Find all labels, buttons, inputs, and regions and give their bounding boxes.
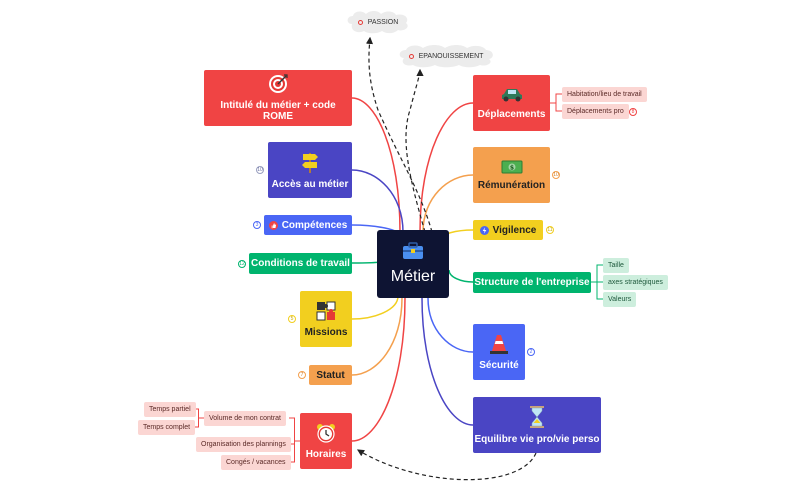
edge-horaires	[351, 297, 406, 442]
central-topic[interactable]: Métier	[377, 230, 449, 298]
cloud-passion[interactable]: PASSION	[344, 10, 412, 34]
edge-acces	[351, 169, 404, 233]
central-label: Métier	[390, 268, 436, 285]
topic-equilibre[interactable]: Equilibre vie pro/vie perso	[473, 397, 601, 453]
thumbs-up-icon	[268, 220, 278, 230]
subtopic-axes-strategiques[interactable]: axes stratégiques	[603, 275, 668, 290]
topic-label: Equilibre vie pro/vie perso	[474, 433, 600, 445]
cloud-shape	[347, 11, 408, 34]
cloud-label: PASSION	[367, 18, 399, 26]
edge-statut	[351, 297, 403, 376]
topic-label: Accès au métier	[271, 178, 349, 190]
topic-acces[interactable]: Accès au métier	[268, 142, 352, 198]
subtopic-habitation[interactable]: Habitation/lieu de travail	[562, 87, 647, 102]
topic-securite[interactable]: Sécurité	[473, 324, 525, 380]
topic-intitule[interactable]: Intitulé du métier + code ROME	[204, 70, 352, 126]
topic-label: Compétences	[281, 219, 348, 231]
topic-horaires[interactable]: Horaires	[300, 413, 352, 469]
topic-remuneration[interactable]: $ Rémunération	[473, 147, 550, 203]
relation-epanouissement	[405, 68, 426, 233]
marker-badge: 2	[527, 348, 535, 356]
edge-sub-deplacements-pro	[550, 102, 562, 112]
marker-badge: 10	[552, 171, 560, 179]
topic-structure[interactable]: Structure de l'entreprise	[473, 272, 591, 293]
cloud-label: EPANOUISSEMENT	[418, 52, 484, 60]
edge-deplacements	[419, 102, 474, 233]
edge-sub-temps-complet	[193, 417, 204, 428]
topic-missions[interactable]: Missions	[300, 291, 352, 347]
edge-conditions	[351, 261, 381, 264]
edge-sub-valeurs	[591, 281, 603, 300]
subtopic-valeurs[interactable]: Valeurs	[603, 292, 637, 307]
signpost-icon	[302, 152, 318, 173]
relation-equilibre-horaires	[356, 449, 537, 481]
subtopic-conges[interactable]: Congés / vacances	[221, 455, 291, 470]
marker-badge: 12	[238, 260, 246, 268]
svg-text:$: $	[509, 164, 513, 171]
marker-badge: 11	[546, 226, 554, 234]
marker-badge: 5	[288, 315, 296, 323]
money-icon: $	[501, 160, 522, 173]
topic-label: Missions	[304, 326, 348, 338]
marker-badge: 3	[253, 221, 261, 229]
topic-label: Conditions de travail	[251, 258, 350, 269]
marker-badge: 7	[298, 371, 306, 379]
subtopic-organisation-plannings[interactable]: Organisation des plannings	[196, 437, 291, 452]
topic-label: Vigilence	[492, 224, 537, 236]
topic-label: Intitulé du métier + code ROME	[220, 100, 336, 122]
cloud-dot-icon	[357, 19, 363, 25]
marker-badge: 10	[256, 166, 264, 174]
topic-label: Rémunération	[477, 179, 546, 191]
cloud-epanouissement[interactable]: EPANOUISSEMENT	[396, 44, 496, 68]
edge-sub-taille	[591, 264, 603, 283]
cloud-shape	[399, 45, 493, 68]
edge-sub-conges	[289, 440, 300, 463]
edge-intitule	[351, 97, 401, 233]
puzzle-icon	[316, 301, 336, 320]
alarm-clock-icon	[317, 423, 335, 443]
subtopic-temps-partiel[interactable]: Temps partiel	[144, 402, 196, 417]
briefcase-icon	[403, 242, 423, 259]
hourglass-icon	[530, 405, 544, 428]
topic-competences[interactable]: Compétences	[264, 215, 352, 235]
topic-statut[interactable]: Statut	[309, 365, 352, 385]
target-icon	[269, 74, 288, 93]
car-icon	[501, 88, 522, 101]
topic-conditions[interactable]: Conditions de travail	[249, 253, 352, 274]
traffic-cone-icon	[490, 334, 508, 354]
topic-label: Horaires	[305, 448, 347, 460]
topic-label: Structure de l'entreprise	[474, 277, 590, 288]
lightning-icon	[479, 225, 489, 235]
marker-badge: 8	[629, 108, 637, 116]
edge-missions	[351, 295, 399, 320]
subtopic-volume-contrat[interactable]: Volume de mon contrat	[204, 411, 286, 426]
topic-label: Statut	[316, 369, 345, 381]
topic-label: Déplacements	[477, 108, 546, 120]
edge-sub-habitation	[550, 93, 562, 104]
cloud-dot-icon	[408, 53, 414, 59]
edge-equilibre	[421, 297, 474, 426]
topic-label: Sécurité	[479, 359, 519, 371]
edge-remuneration	[422, 174, 474, 233]
topic-vigilence[interactable]: Vigilence	[473, 220, 543, 240]
subtopic-temps-complet[interactable]: Temps complet	[138, 420, 196, 435]
subtopic-deplacements-pro[interactable]: Déplacements pro	[562, 104, 629, 119]
topic-deplacements[interactable]: Déplacements	[473, 75, 550, 131]
edge-structure	[448, 269, 474, 283]
subtopic-taille[interactable]: Taille	[603, 258, 629, 273]
relation-passion	[365, 36, 433, 233]
edge-securite	[427, 297, 474, 353]
